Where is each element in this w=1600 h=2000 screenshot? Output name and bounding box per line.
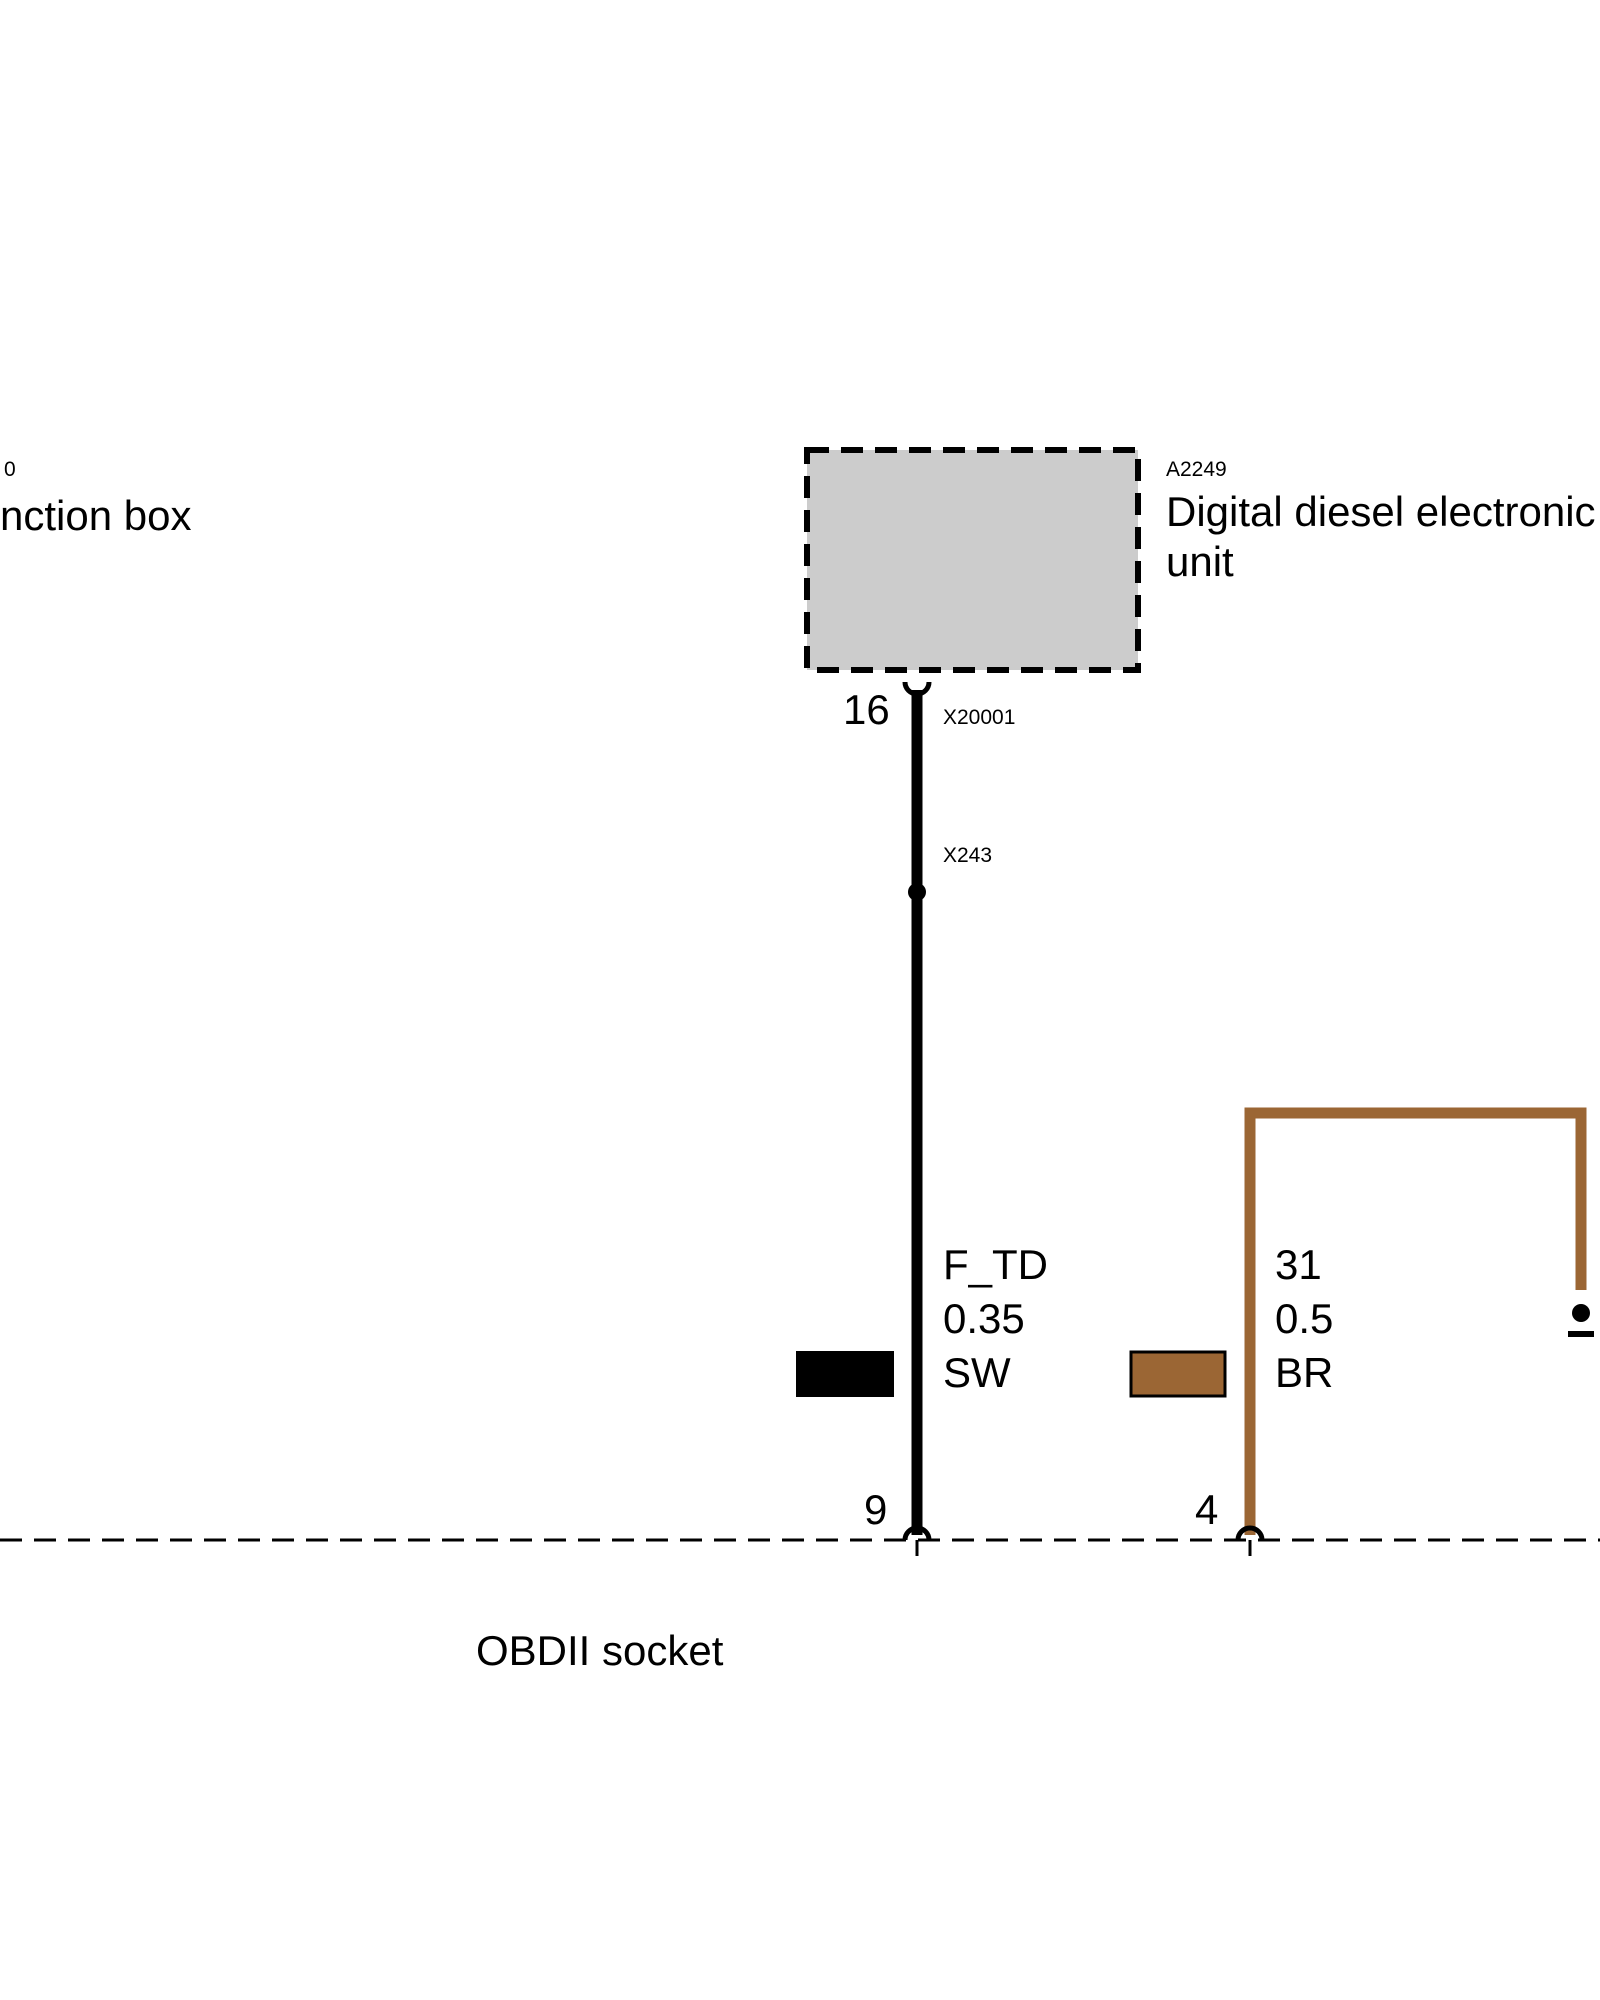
- ecu-pin-number: 16: [843, 686, 890, 733]
- ground-dot: [1572, 1304, 1590, 1322]
- splice-x243-dot: [908, 883, 926, 901]
- wire-31-cross-section: 0.5: [1275, 1295, 1333, 1342]
- obd-pin-9-number: 9: [864, 1486, 887, 1533]
- obd-pin-9: [902, 1525, 932, 1541]
- wire-f-td-cross-section: 0.35: [943, 1295, 1025, 1342]
- wire-f-td-color-code: SW: [943, 1349, 1011, 1396]
- ecu-name-line1: Digital diesel electronic: [1166, 488, 1596, 535]
- wire-31-color-code: BR: [1275, 1349, 1333, 1396]
- obd-pin-4: [1235, 1525, 1265, 1541]
- wire-color-swatch-sw: [796, 1351, 894, 1397]
- wire-31[interactable]: [1244, 1107, 1587, 1535]
- left-component-name: nction box: [0, 492, 191, 539]
- ecu-name-line2: unit: [1166, 538, 1234, 585]
- wire-color-swatch-br: [1129, 1350, 1227, 1398]
- splice-connector-label: X243: [943, 844, 992, 867]
- wire-f-td-signal: F_TD: [943, 1241, 1048, 1288]
- obd-pin-4-number: 4: [1195, 1486, 1218, 1533]
- ecu-id: A2249: [1166, 458, 1227, 481]
- wire-31-signal: 31: [1275, 1241, 1322, 1288]
- ecu-connector-label: X20001: [943, 706, 1015, 729]
- ground-bar: [1568, 1331, 1594, 1337]
- obd-socket-name: OBDII socket: [476, 1627, 724, 1674]
- ecu-box[interactable]: [804, 447, 1141, 673]
- left-component-id: 0: [4, 458, 16, 481]
